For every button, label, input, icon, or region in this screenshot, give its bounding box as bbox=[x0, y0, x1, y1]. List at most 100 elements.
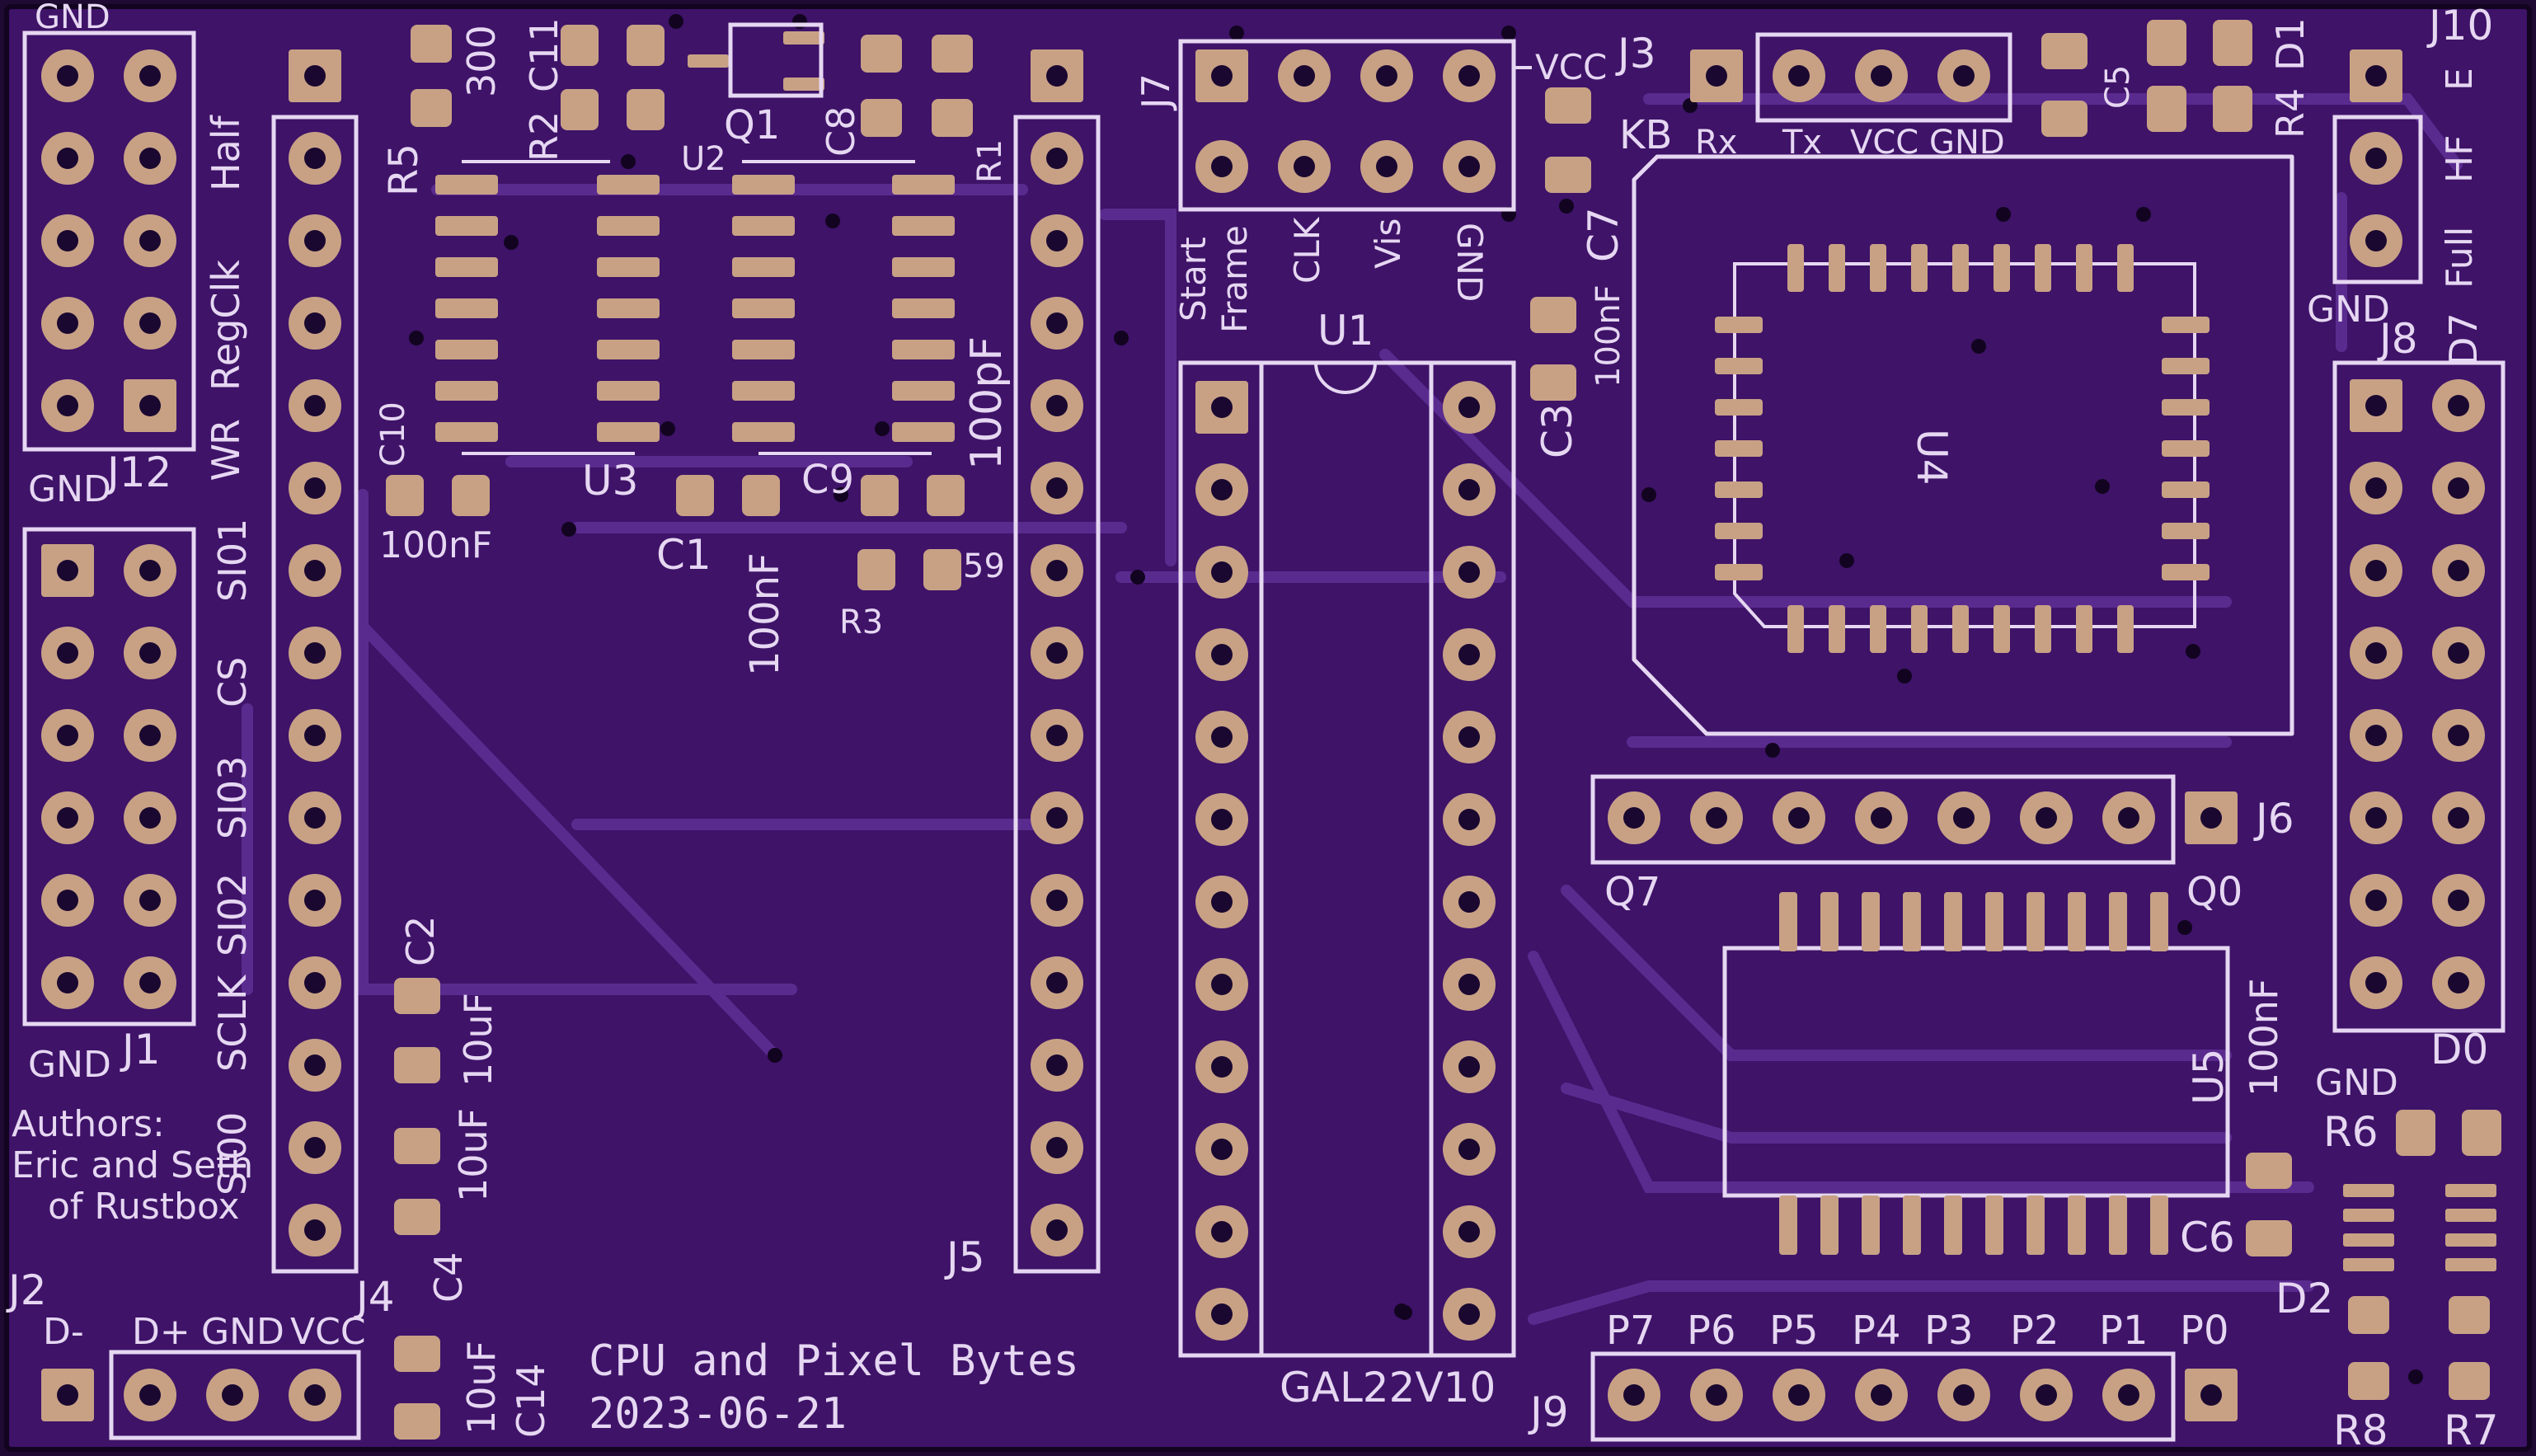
j1-gnd-bottom: GND bbox=[28, 1044, 111, 1086]
j2-gnd-label: GND bbox=[201, 1311, 284, 1353]
j12-label-half: Half bbox=[204, 114, 248, 191]
j9-ref: J9 bbox=[1528, 1388, 1569, 1436]
header-j9: J9 P7 P6 P5 P4 P3 P2 P1 P0 bbox=[1528, 1308, 2238, 1442]
header-j2-j4: J2 D- D+ GND VCC J4 bbox=[6, 1266, 395, 1440]
u3-ref: U3 bbox=[582, 457, 638, 505]
authors-line-3: of Rustbox bbox=[48, 1186, 240, 1228]
soic-u2: U2 bbox=[681, 140, 955, 455]
j8-gnd-bottom: GND bbox=[2315, 1062, 2398, 1104]
u4-ref: U4 bbox=[1908, 429, 1956, 485]
c14-ref: C14 bbox=[509, 1363, 553, 1438]
j6-q0-label: Q0 bbox=[2186, 869, 2242, 915]
j2-dplus-label: D+ bbox=[132, 1311, 190, 1353]
c1-value: 100nF bbox=[742, 552, 788, 676]
header-left-column bbox=[271, 49, 359, 1274]
j1-label-si02: SI02 bbox=[210, 873, 255, 956]
r6-ref: R6 bbox=[2323, 1108, 2379, 1156]
j8-d0-label: D0 bbox=[2430, 1026, 2488, 1073]
plcc-u4: U4 bbox=[1632, 154, 2294, 736]
soic-u3: U3 bbox=[435, 160, 660, 505]
j9-label-p3: P3 bbox=[1924, 1308, 1973, 1354]
r2-ref: R2 bbox=[522, 111, 566, 162]
u5-pads-bottom bbox=[1779, 1195, 2168, 1255]
c5-ref: C5 bbox=[2099, 65, 2137, 109]
dip-u1: U1 GAL22V10 bbox=[1178, 307, 1516, 1411]
j7-label-frame: Frame bbox=[1214, 225, 1255, 333]
j6-q7-label: Q7 bbox=[1604, 869, 1660, 915]
board-title-line-1: CPU and Pixel Bytes bbox=[589, 1336, 1079, 1386]
j1-label-cs: CS bbox=[210, 657, 255, 707]
u4-pads-right bbox=[2162, 317, 2210, 580]
j10-label-full: Full bbox=[2439, 227, 2481, 289]
j6-ref: J6 bbox=[2253, 795, 2294, 843]
c9-ref: C9 bbox=[801, 457, 854, 503]
r8-ref: R8 bbox=[2333, 1407, 2388, 1454]
j12-ref: J12 bbox=[105, 449, 171, 496]
j1-label-si01: SI01 bbox=[210, 519, 255, 602]
j12-gnd-label: GND bbox=[35, 0, 110, 36]
authors-block: Authors: Eric and Seth of Rustbox bbox=[12, 1103, 253, 1228]
u1-part: GAL22V10 bbox=[1280, 1364, 1496, 1411]
soic-u5: U5 bbox=[1722, 892, 2233, 1255]
j10-label-e: E bbox=[2439, 68, 2481, 91]
smd-top-row: R5 300 R2 C11 Q1 C8 R1 bbox=[381, 17, 1009, 196]
c8-ref: C8 bbox=[819, 106, 863, 157]
j9-label-p1: P1 bbox=[2099, 1308, 2148, 1354]
r1-ref: R1 bbox=[971, 139, 1009, 183]
c4-value: 10uF bbox=[451, 1108, 495, 1202]
c10-ref: C10 bbox=[374, 402, 412, 467]
u4-pads-bottom bbox=[1787, 605, 2134, 653]
j1-gnd-top: GND bbox=[28, 468, 111, 510]
c9-value: 100pF bbox=[962, 336, 1012, 470]
j2-ref: J2 bbox=[6, 1266, 47, 1314]
copper-traces bbox=[242, 93, 2463, 1325]
j9-label-p5: P5 bbox=[1769, 1308, 1818, 1354]
header-j12: GND J12 Half RegClk R W bbox=[22, 0, 248, 496]
j2-vcc-label: VCC bbox=[290, 1311, 366, 1353]
j1-ref: J1 bbox=[120, 1026, 161, 1073]
j9-label-p4: P4 bbox=[1852, 1308, 1900, 1354]
header-j6: J6 Q7 Q0 bbox=[1590, 774, 2294, 915]
j7-label-clk: CLK bbox=[1287, 216, 1327, 284]
j9-label-p6: P6 bbox=[1687, 1308, 1735, 1354]
header-j5: J5 bbox=[944, 49, 1101, 1281]
c11-ref: C11 bbox=[522, 17, 566, 92]
c3-ref: C3 bbox=[1533, 403, 1581, 458]
smd-c5-d1-r4: C5 D1 R4 bbox=[2041, 17, 2313, 139]
smd-c7-c3: C7 100nF C3 bbox=[1530, 87, 1627, 458]
r3-value: 59 bbox=[963, 547, 1005, 585]
header-j1: GND GND J1 SI01 CS SI03 SI02 SCLK SI00 bbox=[22, 468, 255, 1195]
j7-label-start: Start bbox=[1173, 237, 1214, 322]
j12-label-w: W bbox=[204, 444, 248, 481]
u5-pads-top bbox=[1779, 892, 2168, 951]
smd-mid-row: C10 100nF C1 100nF C9 100pF 59 R3 bbox=[374, 336, 1012, 676]
j1-label-si03: SI03 bbox=[210, 756, 255, 839]
j8-ref: J8 bbox=[2377, 315, 2418, 363]
r4-ref: R4 bbox=[2268, 88, 2313, 139]
c14-value: 10uF bbox=[459, 1341, 504, 1435]
q1-ref: Q1 bbox=[724, 102, 780, 148]
c11-value: 300 bbox=[459, 25, 504, 97]
c2-ref: C2 bbox=[398, 916, 443, 966]
r5-ref: R5 bbox=[381, 143, 427, 196]
j1-pads bbox=[41, 544, 176, 1009]
c7-ref: C7 bbox=[1580, 207, 1627, 262]
u4-pads-left bbox=[1715, 317, 1763, 580]
header-j8: GND J8 D7 GND D0 bbox=[2307, 289, 2505, 1104]
d1-ref: D1 bbox=[2268, 17, 2313, 71]
c1-ref: C1 bbox=[656, 531, 711, 579]
r3-ref: R3 bbox=[839, 604, 883, 641]
smd-left-caps: C2 10uF 10uF C4 10uF C14 bbox=[394, 916, 553, 1440]
authors-line-1: Authors: bbox=[12, 1103, 165, 1145]
j9-label-p0: P0 bbox=[2180, 1308, 2228, 1354]
c10-value: 100nF bbox=[379, 524, 492, 566]
j7-ref: J7 bbox=[1134, 73, 1178, 111]
j9-label-p7: P7 bbox=[1606, 1308, 1655, 1354]
j7-vcc-label: VCC bbox=[1535, 47, 1607, 87]
c4-ref: C4 bbox=[426, 1252, 471, 1303]
j1-label-sclk: SCLK bbox=[210, 974, 255, 1072]
u1-ref: U1 bbox=[1317, 307, 1374, 355]
r7-ref: R7 bbox=[2444, 1407, 2499, 1454]
j12-pads bbox=[41, 49, 176, 432]
